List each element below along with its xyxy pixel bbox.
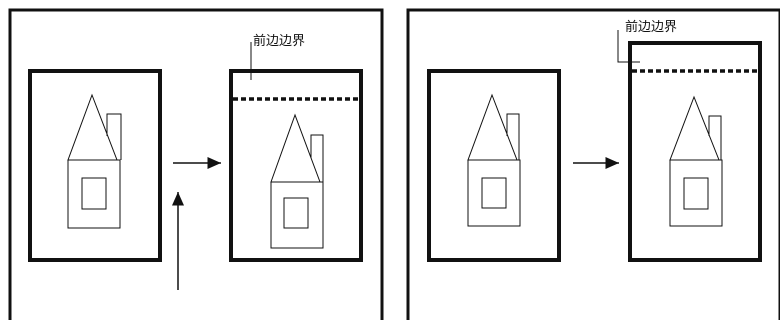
page-frame [628,41,762,262]
house-icon [467,93,521,227]
page-frame [427,69,561,262]
left-original-page [28,69,162,262]
left-panel: 前边边界 [8,8,384,320]
house-icon [669,95,723,227]
right-panel: 前边边界 [406,8,780,320]
right-panel-frame [406,8,780,320]
page-frame [229,69,363,262]
right-original-page [427,69,561,262]
front-margin-label: 前边边界 [253,33,305,49]
left-panel-frame [8,8,384,320]
house-icon [270,113,324,249]
right-shifted-page: 前边边界 [617,19,762,262]
house-icon [67,93,122,229]
left-shifted-page: 前边边界 [229,33,363,262]
page-frame [28,69,162,262]
front-margin-label: 前边边界 [625,19,677,35]
callout-line [617,30,640,63]
